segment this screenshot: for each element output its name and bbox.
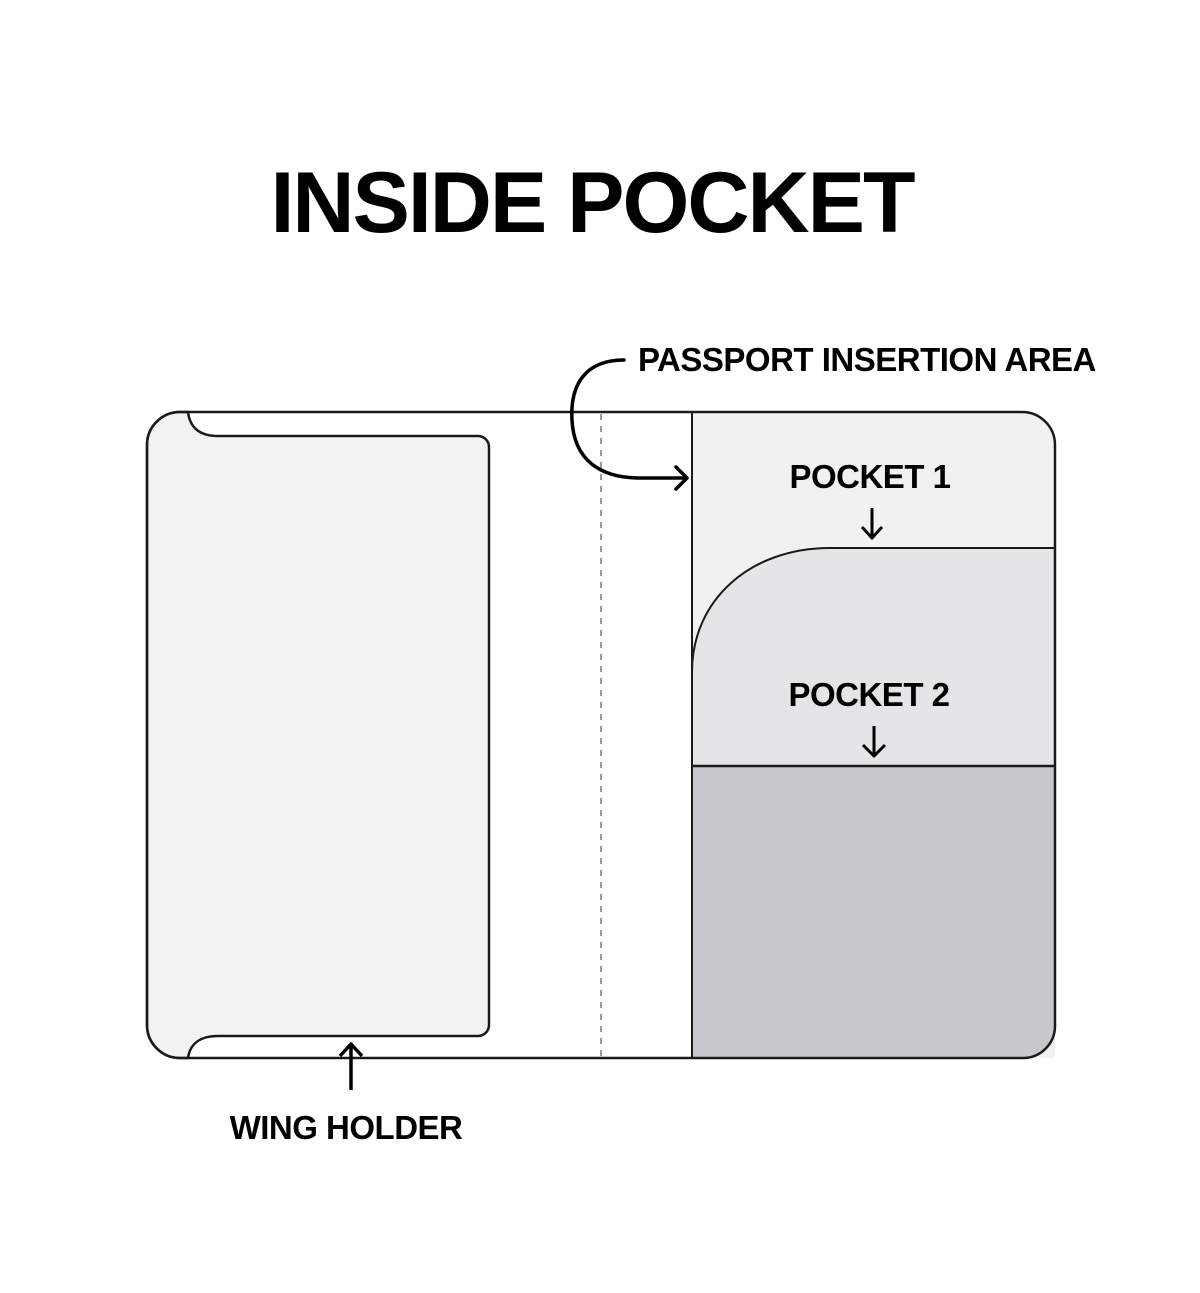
label-pocket-2: POCKET 2 — [788, 676, 949, 713]
label-pocket-1: POCKET 1 — [789, 458, 950, 495]
diagram-title: INSIDE POCKET — [271, 155, 915, 251]
label-passport-insertion-area: PASSPORT INSERTION AREA — [638, 341, 1096, 378]
pocket-1-arrow-icon — [860, 508, 884, 540]
bottom-pocket-area — [692, 766, 1055, 1058]
passport-insertion-arrow — [570, 358, 689, 491]
cover-outline — [145, 410, 1057, 1060]
label-wing-holder: WING HOLDER — [230, 1109, 463, 1146]
pocket-2-edge — [691, 547, 1055, 673]
wing-panel — [145, 410, 491, 1060]
pocket-2-arrow-icon — [861, 726, 887, 758]
wing-holder-arrow-icon — [338, 1042, 364, 1090]
pocket-2-area — [692, 548, 1055, 766]
